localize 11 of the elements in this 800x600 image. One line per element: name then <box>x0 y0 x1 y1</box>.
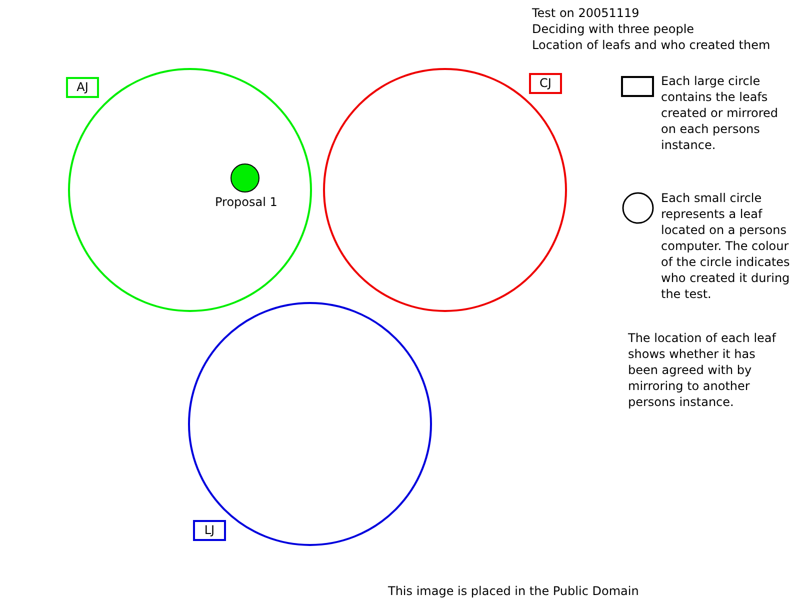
legend-text: Each small circle represents a leaf located on a persons computer. The colour of the circle indicates who created it during the test. <box>661 190 791 302</box>
person-label: CJ <box>529 73 562 94</box>
person-label: AJ <box>66 77 99 98</box>
person-label: LJ <box>193 520 226 541</box>
footer-text: This image is placed in the Public Domain <box>388 583 640 599</box>
leaf-caption: Proposal 1 <box>215 194 278 210</box>
note-text: The location of each leaf shows whether it has been agreed with by mirroring to another persons instance. <box>628 330 778 410</box>
heading-text: Deciding with three people <box>532 21 696 37</box>
legend-text: Each large circle contains the leafs created or mirrored on each persons instance. <box>661 73 780 153</box>
heading-text: Test on 20051119 <box>532 5 640 21</box>
heading-text: Location of leafs and who created them <box>532 37 772 53</box>
